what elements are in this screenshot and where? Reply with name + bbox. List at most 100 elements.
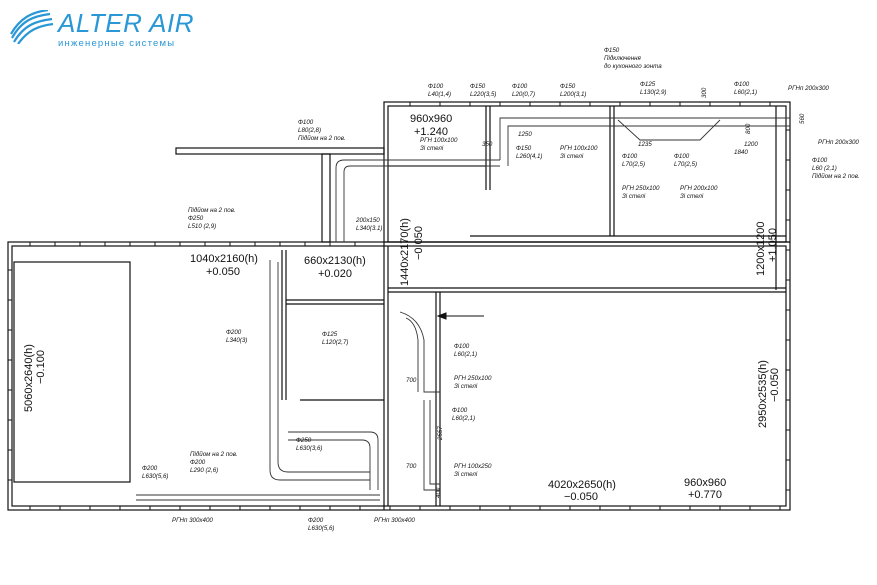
note: L630(5,6): [142, 473, 169, 480]
dimension: 560: [799, 113, 806, 124]
note: Ф250: [296, 437, 312, 444]
note: РГНп 300x400: [374, 517, 415, 524]
dimension: 1235: [638, 141, 652, 148]
room-level: +0.770: [688, 489, 722, 501]
note: L220(3,5): [470, 91, 497, 98]
note: РГН 200x100: [680, 185, 718, 192]
room-size: 5060x2640(h): [23, 344, 35, 412]
note: L80(2,8): [298, 127, 321, 134]
note: Ф100: [298, 119, 314, 126]
air-ducts: [136, 117, 790, 501]
note: 200x150: [355, 217, 380, 224]
note: L120(2,7): [322, 339, 349, 346]
note: L40(1,4): [428, 91, 451, 98]
note: Зі стелі: [680, 193, 704, 200]
note: РГН 100x100: [560, 145, 598, 152]
note: L290 (2,6): [190, 467, 218, 474]
note: L630(5,6): [308, 525, 335, 532]
logo: ALTER AIR инженерные системы: [8, 6, 198, 52]
note: L60 (2,1): [812, 165, 837, 172]
room-level: −0.050: [413, 226, 425, 260]
note: РГН 250x100: [622, 185, 660, 192]
note: Підйом на 2 пов.: [812, 173, 860, 180]
room-size: 960x960: [684, 477, 726, 489]
note: Ф125: [322, 331, 338, 338]
note: L260(4,1): [516, 153, 543, 160]
note: L70(2,5): [622, 161, 645, 168]
duct-annotations: Ф150 Підключення до кухонного зонта Ф100…: [142, 47, 860, 532]
dimension: 300: [701, 87, 708, 98]
note: L340(3): [226, 337, 247, 344]
note: Ф150: [470, 83, 486, 90]
wave-lines-icon: [10, 10, 54, 44]
note: L70(2,5): [674, 161, 697, 168]
room-size: 4020x2650(h): [548, 479, 616, 491]
note: Підйом на 2 пов.: [188, 207, 236, 214]
note: L60(2,1): [454, 351, 477, 358]
note: L340(3.1): [356, 225, 383, 232]
room-level: +0.050: [206, 266, 240, 278]
note: Ф100: [812, 157, 828, 164]
walls: [7, 101, 791, 511]
room-level: −0.050: [769, 368, 781, 402]
room-size: 660x2130(h): [304, 255, 366, 267]
room-level: −0.100: [35, 350, 47, 384]
note: Ф100: [512, 83, 528, 90]
note: Зі стелі: [560, 153, 584, 160]
dimension-labels: 300 1200 1840 350 1235 1250 800 560 700 …: [406, 87, 806, 498]
brand-name: ALTER AIR: [58, 8, 194, 38]
note: до кухонного зонта: [604, 63, 662, 70]
room-level: +1.050: [767, 228, 779, 262]
note: L630(3,6): [296, 445, 323, 452]
note: РГНп 200x300: [818, 139, 859, 146]
note: РГН 250x100: [454, 375, 492, 382]
dimension: 800: [745, 123, 752, 134]
room-size: 1440x2170(h): [399, 218, 411, 286]
room-size: 1200x1200: [755, 222, 767, 276]
direction-arrow: [436, 312, 484, 320]
note: Ф100: [454, 343, 470, 350]
note: Зі стелі: [454, 471, 478, 478]
note: Ф100: [428, 83, 444, 90]
note: L20(0,7): [512, 91, 535, 98]
dimension: 1840: [734, 149, 748, 156]
room-level: −0.050: [564, 491, 598, 503]
dimension: 400: [435, 487, 442, 498]
room-level: +1.240: [414, 126, 448, 138]
note: РГНп 200x300: [788, 85, 829, 92]
brand-tagline: инженерные системы: [58, 38, 176, 49]
note: Ф200: [308, 517, 324, 524]
note: Ф100: [622, 153, 638, 160]
note: Ф200: [226, 329, 242, 336]
room-size: 1040x2160(h): [190, 253, 258, 265]
note: Зі стелі: [420, 145, 444, 152]
note: Підйом на 2 пов.: [190, 451, 238, 458]
note: Підйом на 2 пов.: [298, 135, 346, 142]
note: Зі стелі: [454, 383, 478, 390]
dimension: 2557: [437, 426, 444, 441]
note: L200(3,1): [560, 91, 587, 98]
note: Ф200: [142, 465, 158, 472]
note: Ф150: [516, 145, 532, 152]
note: L130(2,9): [640, 89, 667, 96]
room-labels: 960x960 +1.240 1040x2160(h) +0.050 660x2…: [23, 113, 781, 503]
dimension: 700: [406, 463, 417, 470]
note: L60(2,1): [734, 89, 757, 96]
note: L510 (2,9): [188, 223, 216, 230]
dimension: 1200: [744, 141, 758, 148]
note: Ф100: [452, 407, 468, 414]
dimension: 700: [406, 377, 417, 384]
note: Ф150: [560, 83, 576, 90]
room-level: +0.020: [318, 268, 352, 280]
room-size: 960x960: [410, 113, 452, 125]
note: Ф150: [604, 47, 620, 54]
note: Зі стелі: [622, 193, 646, 200]
dimension: 1250: [518, 131, 532, 138]
note: Підключення: [604, 55, 642, 62]
note: Ф250: [188, 215, 204, 222]
room-size: 2950x2535(h): [757, 360, 769, 428]
dimension: 350: [482, 141, 493, 148]
note: РГН 100x250: [454, 463, 492, 470]
note: Ф100: [734, 81, 750, 88]
